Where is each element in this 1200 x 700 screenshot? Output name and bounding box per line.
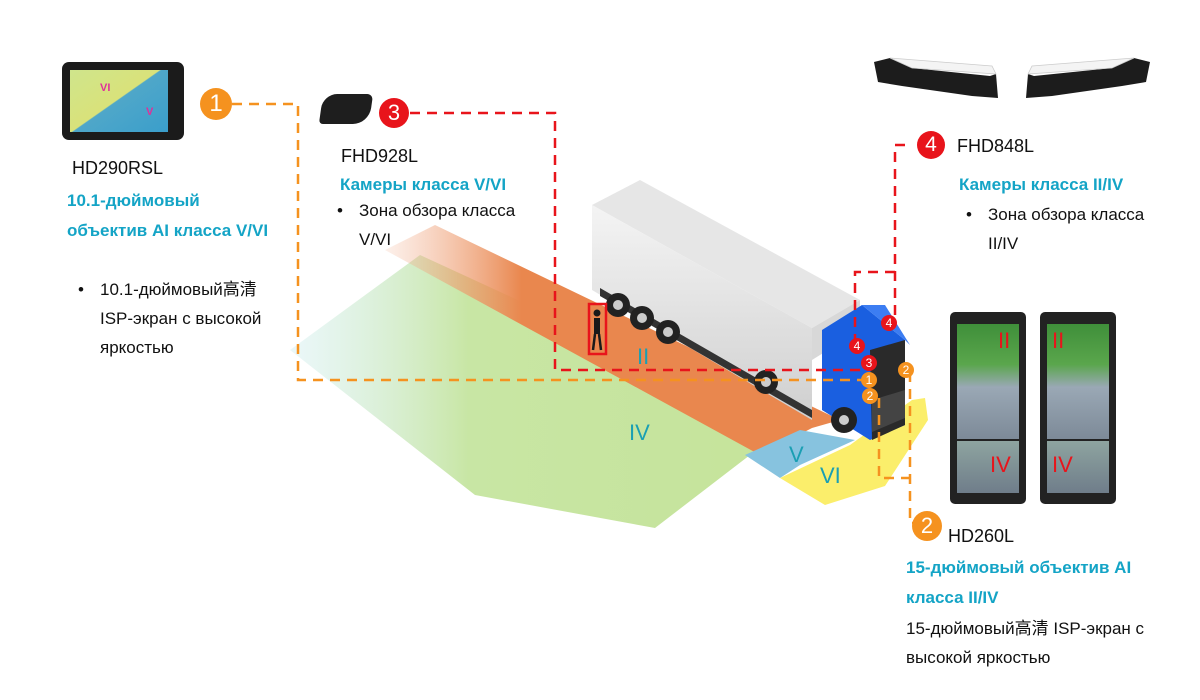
truck-marker-4-left: 4 xyxy=(849,338,865,354)
truck-marker-4-right: 4 xyxy=(881,315,897,331)
zone-label-iv: IV xyxy=(629,420,650,445)
product-hd260l-monitor-right-image: II IV xyxy=(1040,312,1116,504)
pedestrian-detection-box xyxy=(587,302,608,356)
desc-fhd848l: • Зона обзора класса II/IV xyxy=(966,200,1176,258)
desc-fhd928l: • Зона обзора класса V/VI xyxy=(337,196,552,254)
truck-marker-3: 3 xyxy=(861,355,877,371)
zone-label-v: V xyxy=(789,442,804,467)
screen-label-iv: IV xyxy=(1052,452,1073,477)
connector-line-2 xyxy=(908,372,918,525)
desc-hd290rsl-text: 10.1-дюймовый高清 ISP-экран с высокой ярко… xyxy=(100,280,262,357)
product-hd260l-monitor-left-image: II IV xyxy=(950,312,1026,504)
title-hd260l: 15-дюймовый объектив AI класса II/IV xyxy=(906,558,1132,607)
desc-fhd928l-text: Зона обзора класса V/VI xyxy=(359,201,516,249)
bullet: • xyxy=(78,280,84,299)
screen-label-vi: VI xyxy=(100,82,111,94)
desc-hd260l: 15-дюймовый高清 ISP-экран с высокой яркост… xyxy=(906,619,1145,667)
title-fhd928l: Камеры класса V/VI xyxy=(340,175,507,194)
marker-4: 4 xyxy=(917,131,945,159)
zone-ii-area xyxy=(385,225,840,455)
connector-line-4b xyxy=(853,270,895,345)
connector-line-1 xyxy=(232,102,865,382)
truck-marker-2-left: 2 xyxy=(862,388,878,404)
zone-iv-area xyxy=(290,255,800,528)
title-hd290rsl: 10.1-дюймовый объектив AI класса V/VI xyxy=(67,191,269,240)
model-fhd848l: FHD848L xyxy=(957,136,1035,156)
screen-label-v: V xyxy=(146,106,154,118)
truck-marker-1: 1 xyxy=(861,372,877,388)
product-hd290rsl-monitor-image: VI V xyxy=(62,62,184,140)
desc-hd290rsl: • 10.1-дюймовый高清 ISP-экран с высокой яр… xyxy=(78,275,283,362)
truck-marker-2-front: 2 xyxy=(898,362,914,378)
model-hd290rsl: HD290RSL xyxy=(72,158,164,178)
product-fhd848l-camera-left-image xyxy=(872,56,1000,100)
bullet: • xyxy=(966,205,972,224)
zone-label-ii: II xyxy=(637,344,649,369)
truck-trailer xyxy=(592,180,860,420)
marker-1: 1 xyxy=(200,88,232,120)
zone-label-vi: VI xyxy=(820,463,841,488)
bullet: • xyxy=(337,201,343,220)
screen-label-ii: II xyxy=(998,328,1011,353)
zone-v-area xyxy=(745,430,855,478)
marker-2: 2 xyxy=(912,511,942,541)
title-fhd848l: Камеры класса II/IV xyxy=(959,175,1124,194)
screen-label-iv: IV xyxy=(990,452,1011,477)
product-fhd848l-camera-right-image xyxy=(1024,56,1152,100)
screen-label-ii: II xyxy=(1052,328,1065,353)
model-hd260l: HD260L xyxy=(948,526,1015,546)
connector-line-2b xyxy=(877,398,910,480)
connector-line-3 xyxy=(410,111,865,372)
model-fhd928l: FHD928L xyxy=(341,146,419,166)
marker-3: 3 xyxy=(379,98,409,128)
connector-line-4 xyxy=(893,143,905,320)
desc-fhd848l-text: Зона обзора класса II/IV xyxy=(988,205,1145,253)
